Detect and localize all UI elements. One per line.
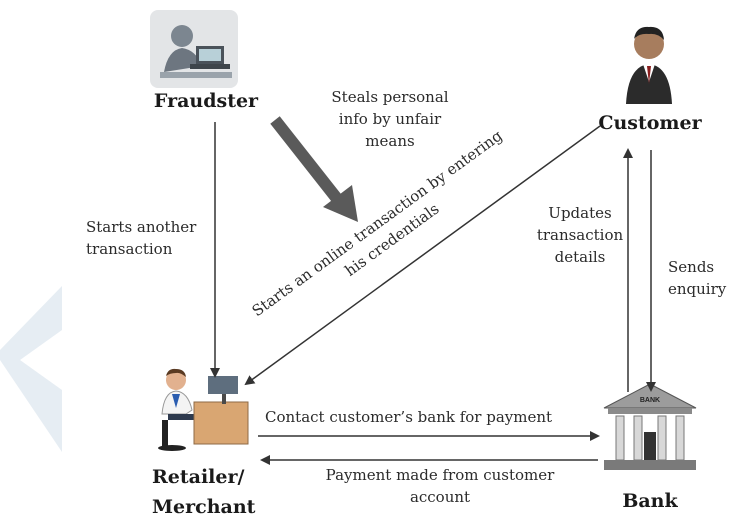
- starts-another-label: Starts another transaction: [86, 216, 196, 260]
- arrow-customer-to-retailer: [244, 125, 601, 386]
- steals-line-1: Steals personal: [331, 88, 449, 106]
- payment-line-2: account: [409, 488, 471, 506]
- payment-line-1: Payment made from customer: [325, 466, 555, 484]
- retailer-label-line-2: Merchant: [152, 496, 256, 518]
- bank-sign: BANK: [640, 397, 660, 404]
- starts-another-line-1: Starts another: [86, 218, 197, 236]
- retailer-label-line-1: Retailer/: [152, 466, 245, 488]
- customer-label: Customer: [598, 112, 702, 134]
- person-at-computer-desk-icon: [158, 368, 249, 451]
- thick-steal-arrow: [270, 116, 358, 222]
- updates-line-2: transaction: [536, 226, 624, 244]
- updates-line-1: Updates: [548, 204, 612, 222]
- watermark-chevron: [0, 286, 62, 452]
- payment-made-label: Payment made from customer account: [280, 464, 600, 508]
- businessman-icon: [626, 26, 672, 104]
- sends-line-2: enquiry: [668, 280, 727, 298]
- bank-label: Bank: [622, 490, 678, 512]
- online-transaction-label: Starts an online transaction by entering…: [249, 124, 523, 338]
- sends-line-1: Sends: [668, 258, 715, 276]
- steals-line-3: means: [365, 132, 415, 150]
- starts-another-line-2: transaction: [86, 240, 173, 258]
- updates-line-3: details: [554, 248, 606, 266]
- updates-label: Updates transaction details: [500, 202, 660, 268]
- contact-bank-label: Contact customer’s bank for payment: [265, 408, 553, 426]
- steals-info-label: Steals personal info by unfair means: [280, 86, 500, 152]
- fraudster-label: Fraudster: [153, 90, 259, 112]
- bank-building-icon: BANK: [603, 383, 697, 470]
- sends-enquiry-label: Sends enquiry: [668, 256, 726, 300]
- hacker-at-laptop-icon: [150, 10, 238, 88]
- steals-line-2: info by unfair: [338, 110, 442, 128]
